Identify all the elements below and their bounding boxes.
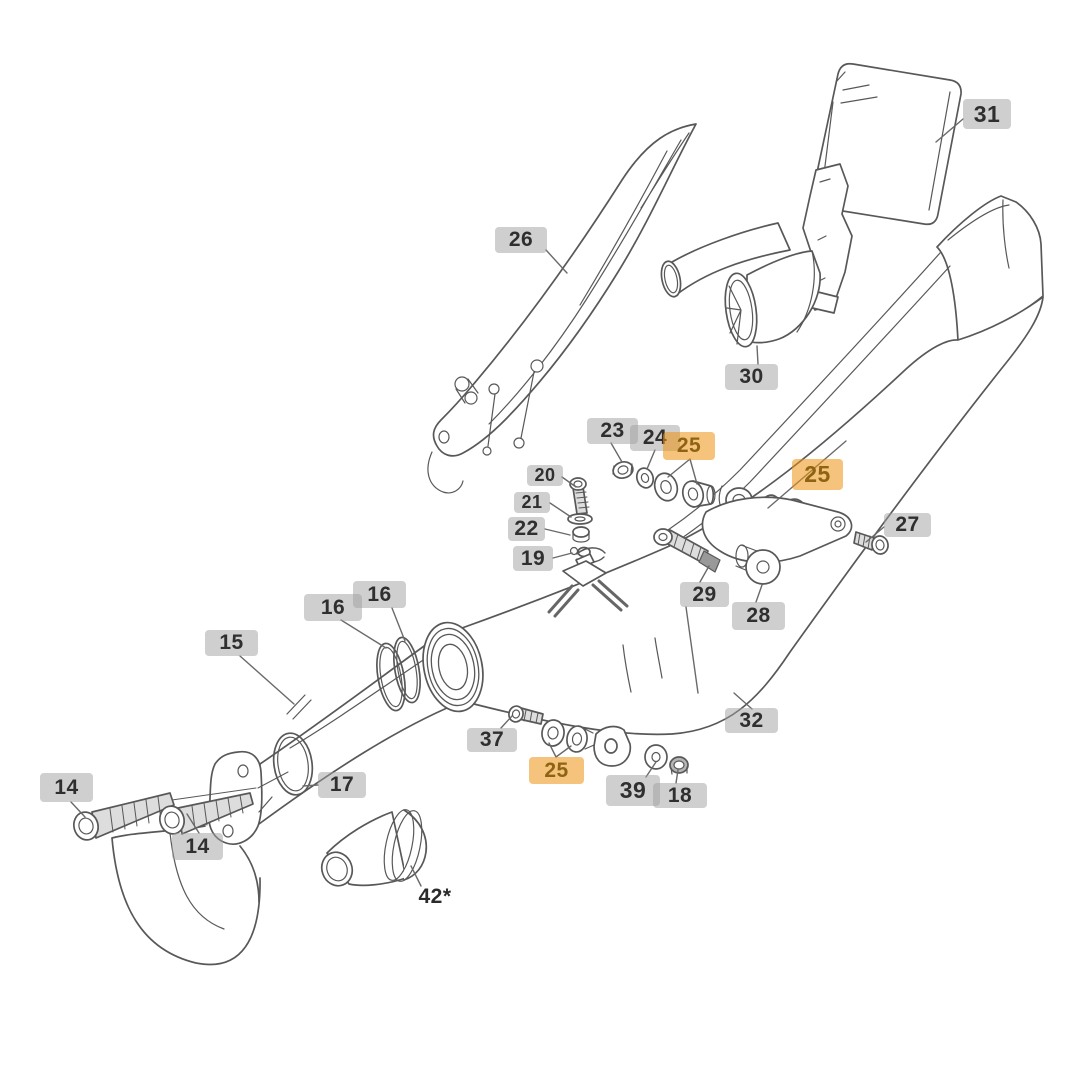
part-label-39[interactable]: 39 [606, 775, 660, 806]
part-label-42[interactable]: 42* [418, 885, 452, 908]
part-25-washer-bottom [541, 719, 595, 753]
part-21-washer [567, 513, 593, 525]
part-label-22[interactable]: 22 [508, 517, 545, 541]
part-26-guard-panel [427, 123, 697, 494]
part-label-16[interactable]: 16 [353, 581, 406, 608]
part-label-37[interactable]: 37 [467, 728, 517, 752]
part-label-17[interactable]: 17 [318, 772, 366, 798]
part-label-18[interactable]: 18 [653, 783, 707, 808]
part-label-23[interactable]: 23 [587, 418, 638, 444]
part-label-31[interactable]: 31 [963, 99, 1011, 129]
part-label-15[interactable]: 15 [205, 630, 258, 656]
part-37-bolt [508, 705, 544, 725]
part-28-bushing [735, 544, 781, 585]
part-label-16[interactable]: 16 [304, 594, 362, 621]
part-label-30[interactable]: 30 [725, 364, 778, 390]
part-14-bolts [73, 771, 289, 841]
part-label-28[interactable]: 28 [732, 602, 785, 630]
part-label-29[interactable]: 29 [680, 582, 729, 607]
part-20-bolt [569, 477, 590, 515]
part-label-14[interactable]: 14 [172, 833, 223, 860]
part-30-intake-snorkel [660, 222, 821, 348]
part-label-19[interactable]: 19 [513, 546, 553, 571]
part-label-21[interactable]: 21 [514, 492, 550, 513]
part-23-nut [612, 461, 634, 479]
leader-lines [70, 118, 964, 887]
part-29-bolt [653, 528, 721, 573]
part-label-20[interactable]: 20 [527, 465, 563, 486]
part-32-tail-cap [936, 195, 1044, 342]
part-42-rubber-elbow [320, 809, 428, 887]
part-label-14[interactable]: 14 [40, 773, 93, 802]
part-label-25[interactable]: 25 [663, 432, 715, 460]
part-24-washer [635, 467, 655, 489]
part-16-o-rings [376, 636, 421, 712]
part-inlet-sleeve [422, 621, 484, 713]
part-label-32[interactable]: 32 [725, 708, 778, 733]
part-18-nut [669, 756, 689, 775]
part-label-26[interactable]: 26 [495, 227, 547, 253]
part-22-nut [572, 526, 590, 543]
part-27-bolt [853, 531, 889, 555]
part-25-washer-upper [653, 472, 716, 508]
part-label-27[interactable]: 27 [884, 513, 931, 537]
part-17-o-ring [258, 732, 314, 813]
part-label-25[interactable]: 25 [792, 459, 843, 490]
part-label-25[interactable]: 25 [529, 757, 584, 784]
part-spring-mount [547, 553, 629, 618]
